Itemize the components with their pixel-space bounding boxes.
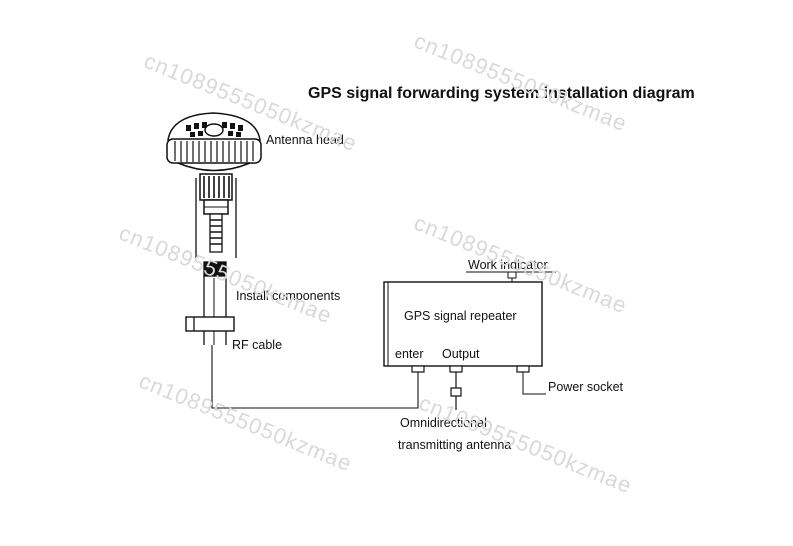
label-omni-line2: transmitting antenna <box>398 438 512 452</box>
label-omni-line1: Omnidirectional <box>400 416 487 430</box>
antenna-head-icon <box>166 112 262 215</box>
label-enter: enter <box>395 347 424 361</box>
label-install-components: Install components <box>236 289 341 303</box>
label-work-indicator: Work indicator <box>468 258 548 272</box>
label-rf-cable: RF cable <box>232 338 283 352</box>
label-power-socket: Power socket <box>548 380 624 394</box>
label-antenna-head: Antenna head <box>266 133 344 147</box>
repeater-box <box>383 271 556 410</box>
mounting-pole <box>185 178 237 345</box>
rf-cable <box>211 345 419 409</box>
label-output: Output <box>442 347 480 361</box>
label-repeater: GPS signal repeater <box>404 309 517 323</box>
diagram-title: GPS signal forwarding system installatio… <box>308 85 695 102</box>
